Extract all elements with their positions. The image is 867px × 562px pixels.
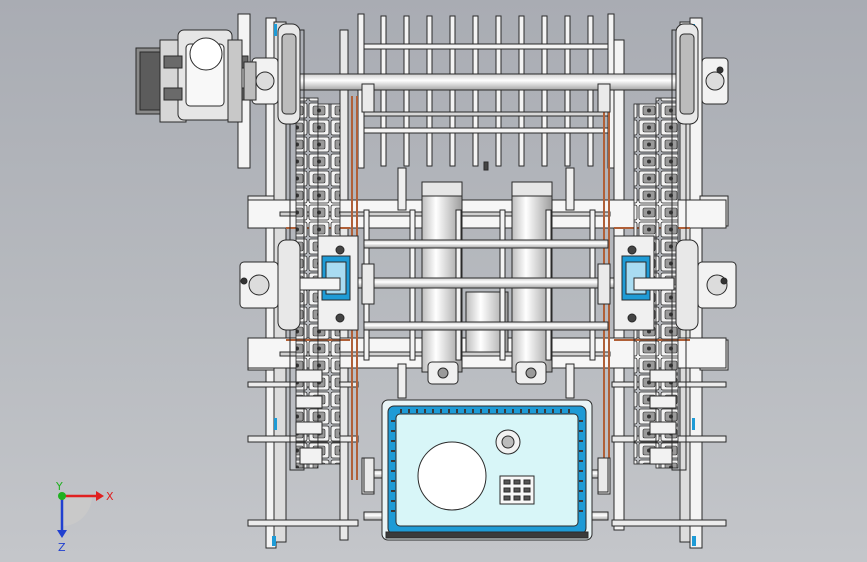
right-top-sprocket (675, 23, 729, 125)
left-marker-bottom (274, 418, 277, 430)
left-top-sprocket (251, 23, 301, 125)
y-axis-dot (58, 492, 66, 500)
x-axis-label: X (106, 490, 114, 503)
triad-plane (62, 496, 92, 526)
x-axis-head (96, 491, 104, 501)
right-marker-bottom (692, 418, 695, 430)
axis-triad: X Y Z (55, 480, 114, 554)
right-bearing-block (613, 235, 675, 331)
drive-motor (135, 29, 257, 123)
z-axis-label: Z (58, 541, 66, 554)
y-axis-label: Y (55, 480, 63, 493)
z-axis-head (57, 530, 67, 538)
control-box-grid-marks (391, 409, 583, 512)
right-mid-sprocket (675, 239, 737, 331)
left-marker-top (274, 24, 277, 36)
left-mid-sprocket (239, 239, 301, 331)
lower-supports (295, 369, 677, 465)
comb-frame (357, 13, 615, 169)
control-box (381, 399, 593, 541)
left-marker-base (272, 536, 276, 546)
control-box-details (363, 429, 609, 511)
left-bearing-block (299, 235, 359, 331)
right-marker-base (692, 536, 696, 546)
